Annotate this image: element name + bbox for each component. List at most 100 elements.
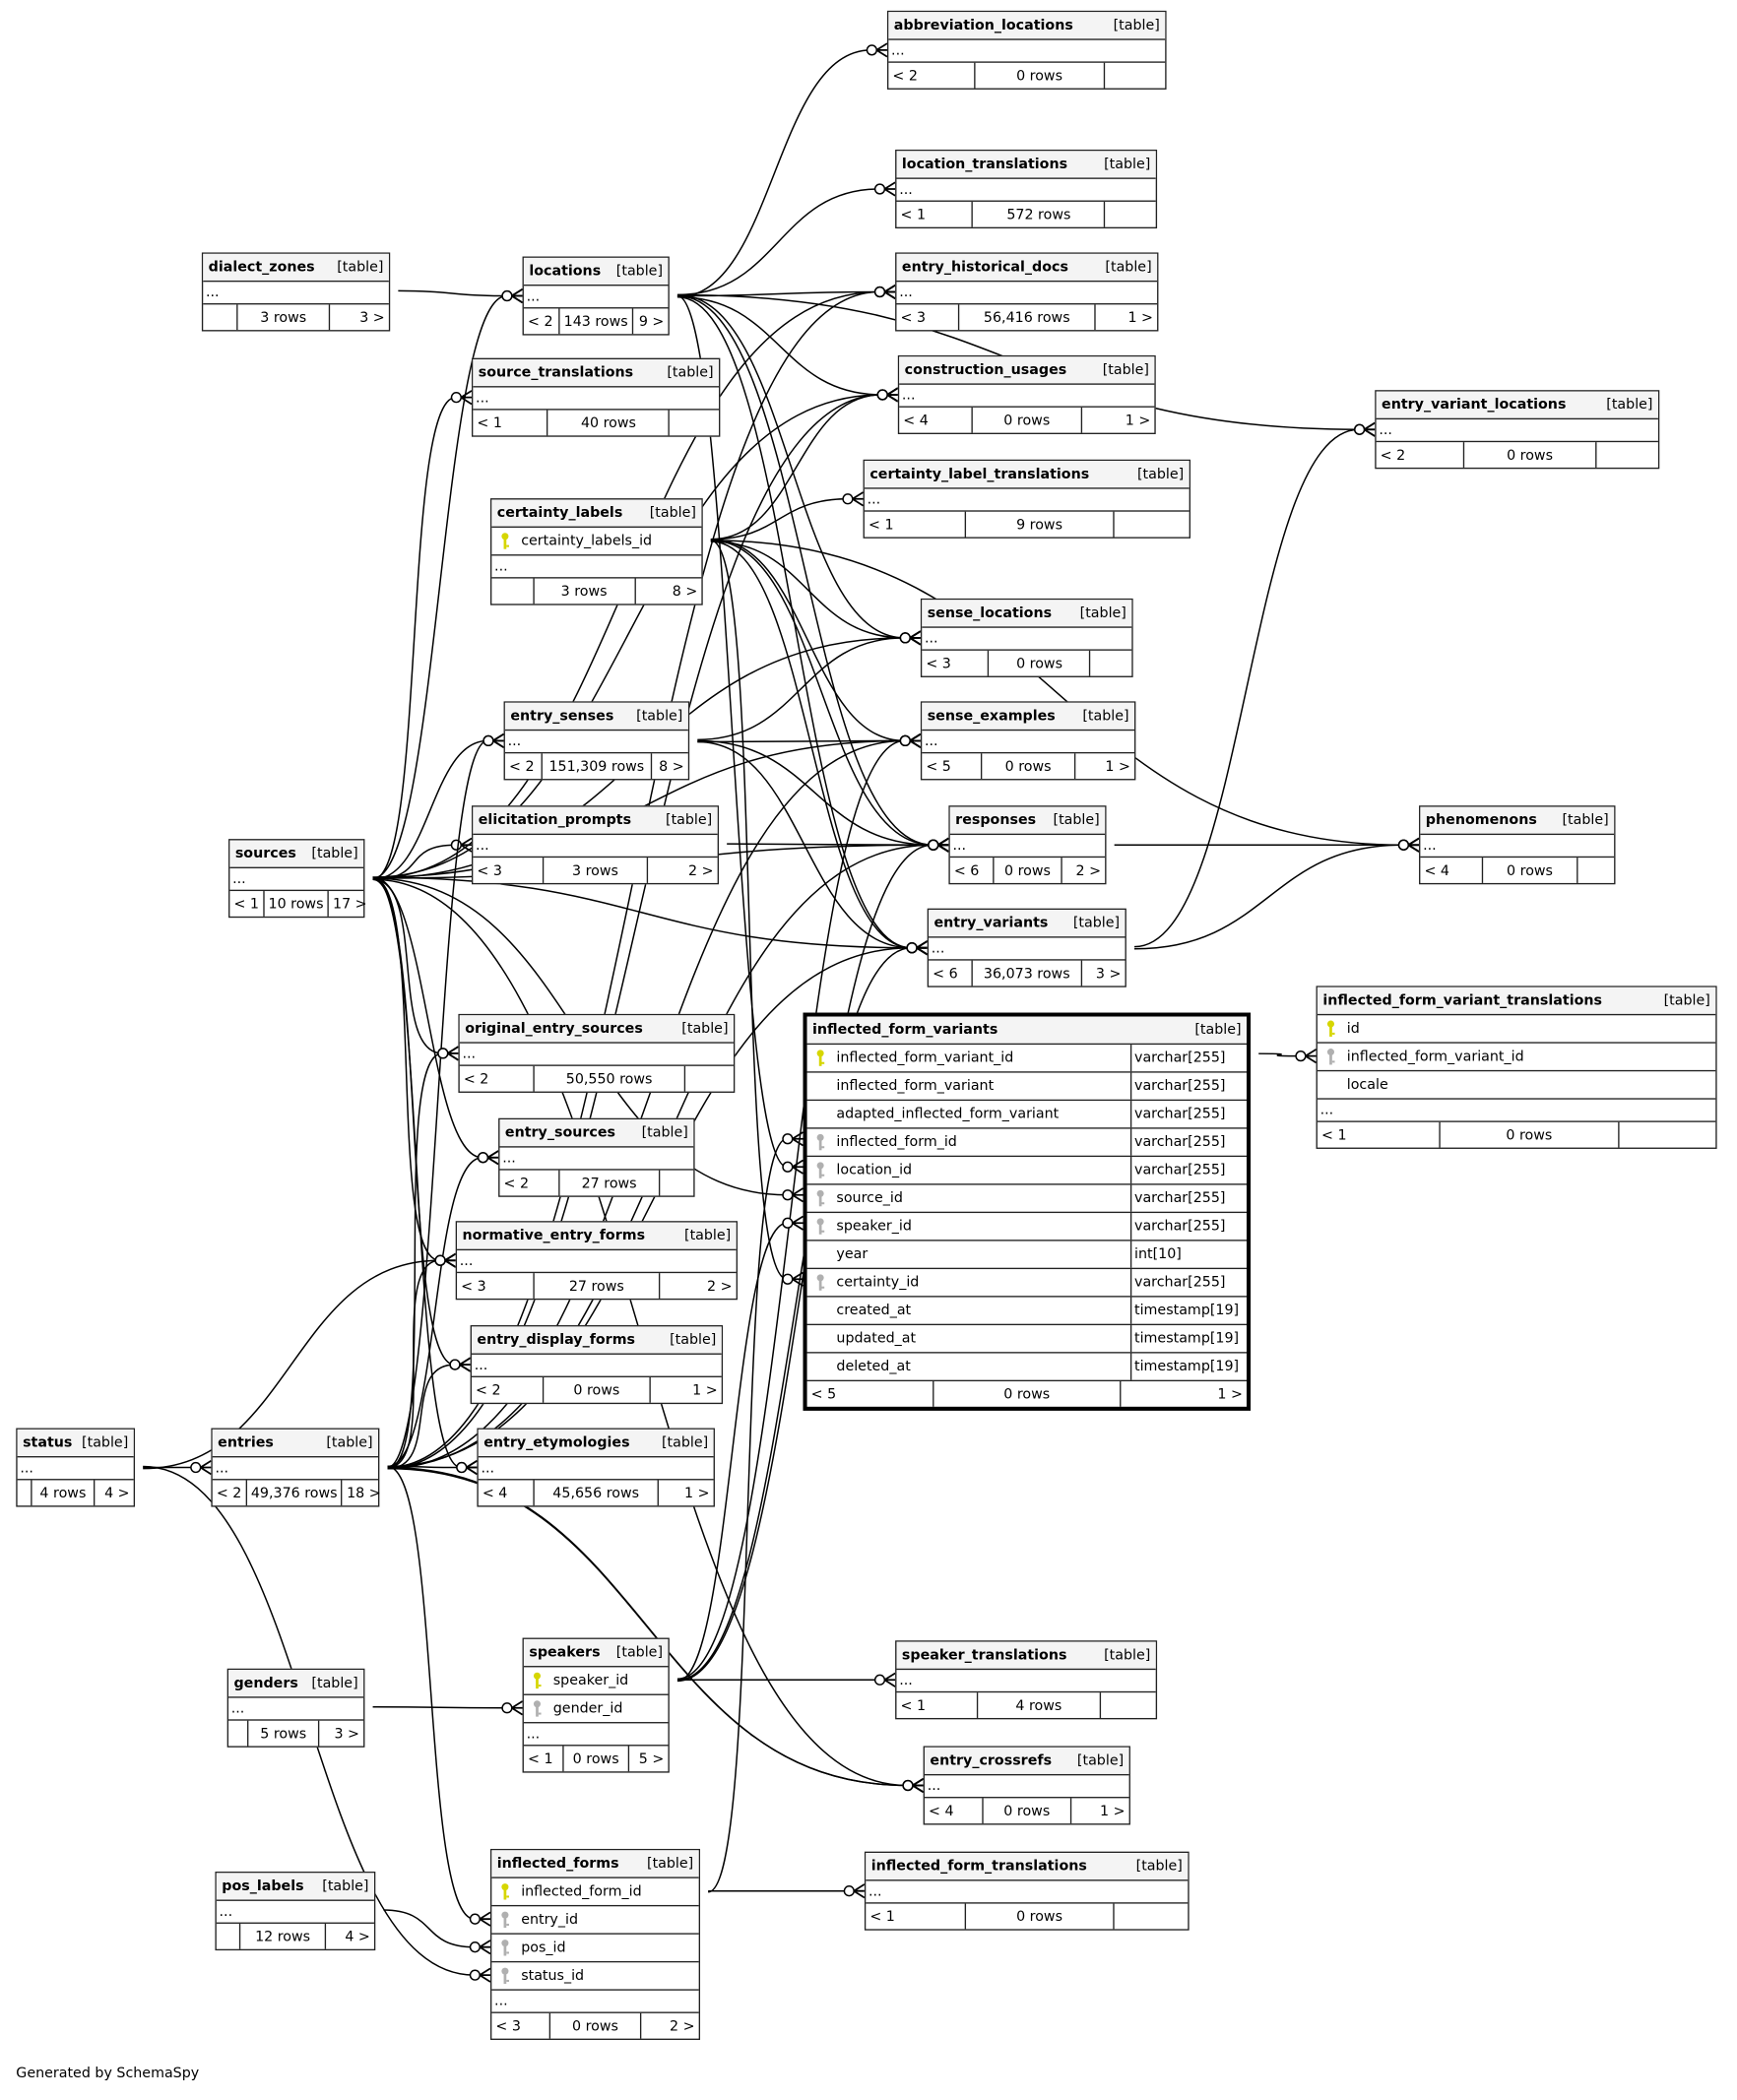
parents-link[interactable]: < 3: [457, 1273, 536, 1299]
children-link[interactable]: 4 >: [104, 1485, 130, 1501]
parents-link[interactable]: < 1: [524, 1746, 565, 1772]
children-link[interactable]: 4 >: [345, 1928, 370, 1944]
parents-link[interactable]: < 4: [479, 1480, 535, 1506]
children-link[interactable]: 3 >: [359, 309, 385, 326]
parents-link[interactable]: < 6: [950, 858, 995, 883]
parents-link[interactable]: < 1: [866, 1903, 967, 1930]
table-inflected-form-translations[interactable]: inflected_form_translations[table]...< 1…: [864, 1851, 1190, 1931]
children-link[interactable]: [1115, 512, 1190, 538]
table-name[interactable]: sense_locations: [927, 605, 1053, 621]
column-row[interactable]: locale: [1317, 1071, 1716, 1100]
parents-link[interactable]: < 2: [1377, 442, 1465, 468]
table-name[interactable]: responses: [955, 811, 1037, 829]
children-link[interactable]: [1619, 1122, 1715, 1148]
parents-link[interactable]: < 2: [213, 1480, 247, 1506]
children-link[interactable]: 2 >: [707, 1277, 733, 1295]
table-name[interactable]: genders: [233, 1675, 298, 1691]
column-row[interactable]: inflected_form_id: [491, 1878, 699, 1907]
column-row[interactable]: certainty_labels_id: [491, 528, 702, 556]
parents-link[interactable]: < 1: [896, 1692, 979, 1718]
children-link[interactable]: 3 >: [1095, 965, 1122, 982]
parents-link[interactable]: < 4: [925, 1798, 984, 1824]
parents-link[interactable]: [217, 1923, 241, 1949]
table-name[interactable]: pos_labels: [222, 1877, 304, 1895]
children-link[interactable]: [1114, 1904, 1188, 1930]
table-name[interactable]: status: [23, 1434, 73, 1451]
table-name[interactable]: location_translations: [901, 156, 1068, 173]
table-name[interactable]: inflected_form_translations: [870, 1858, 1087, 1875]
children-link[interactable]: 1 >: [692, 1381, 718, 1398]
column-row[interactable]: status_id: [491, 1962, 699, 1991]
children-link[interactable]: 2 >: [1075, 861, 1102, 879]
parents-link[interactable]: [203, 304, 238, 331]
children-link[interactable]: 2 >: [670, 2017, 695, 2034]
children-link[interactable]: 1 >: [1217, 1385, 1243, 1403]
children-link[interactable]: 8 >: [672, 583, 698, 600]
parents-link[interactable]: [228, 1720, 249, 1747]
column-row[interactable]: id: [1317, 1015, 1716, 1044]
table-name[interactable]: entry_senses: [510, 708, 614, 725]
children-link[interactable]: [1577, 858, 1614, 883]
parents-link[interactable]: < 1: [229, 891, 265, 917]
parents-link[interactable]: < 2: [888, 62, 976, 89]
children-link[interactable]: [1596, 442, 1658, 468]
children-link[interactable]: [685, 1066, 734, 1092]
table-name[interactable]: entry_historical_docs: [901, 259, 1068, 276]
table-certainty-labels[interactable]: certainty_labels[table]certainty_labels_…: [489, 498, 703, 605]
children-link[interactable]: 3 >: [334, 1725, 360, 1742]
table-name[interactable]: inflected_form_variant_translations: [1322, 992, 1602, 1009]
column-row[interactable]: pos_id: [491, 1935, 699, 1963]
children-link[interactable]: 1 >: [1099, 1803, 1126, 1819]
parents-link[interactable]: < 1: [473, 410, 548, 436]
parents-link[interactable]: < 1: [1318, 1121, 1441, 1148]
parents-link[interactable]: [491, 578, 535, 605]
table-certainty-label-translations[interactable]: certainty_label_translations[table]...< …: [863, 459, 1190, 539]
children-link[interactable]: [1105, 63, 1165, 89]
table-inflected-form-variant-translations[interactable]: inflected_form_variant_translations[tabl…: [1316, 986, 1717, 1149]
children-link[interactable]: 17 >: [333, 895, 367, 913]
table-name[interactable]: entry_etymologies: [483, 1434, 630, 1451]
children-link[interactable]: 8 >: [659, 758, 684, 775]
table-name[interactable]: construction_usages: [904, 361, 1067, 379]
table-name[interactable]: inflected_forms: [496, 1855, 619, 1873]
parents-link[interactable]: < 3: [896, 304, 960, 331]
table-name[interactable]: entry_sources: [504, 1124, 616, 1141]
table-name[interactable]: elicitation_prompts: [478, 811, 632, 829]
column-row[interactable]: entry_id: [491, 1906, 699, 1935]
parents-link[interactable]: < 3: [473, 858, 544, 883]
parents-link[interactable]: < 2: [505, 753, 544, 780]
children-link[interactable]: [1100, 1692, 1155, 1718]
parents-link[interactable]: < 2: [460, 1065, 535, 1092]
parents-link[interactable]: < 1: [896, 201, 974, 227]
table-name[interactable]: source_translations: [478, 364, 634, 381]
table-name[interactable]: abbreviation_locations: [893, 17, 1073, 33]
column-row[interactable]: inflected_form_variant_id: [1317, 1044, 1716, 1072]
